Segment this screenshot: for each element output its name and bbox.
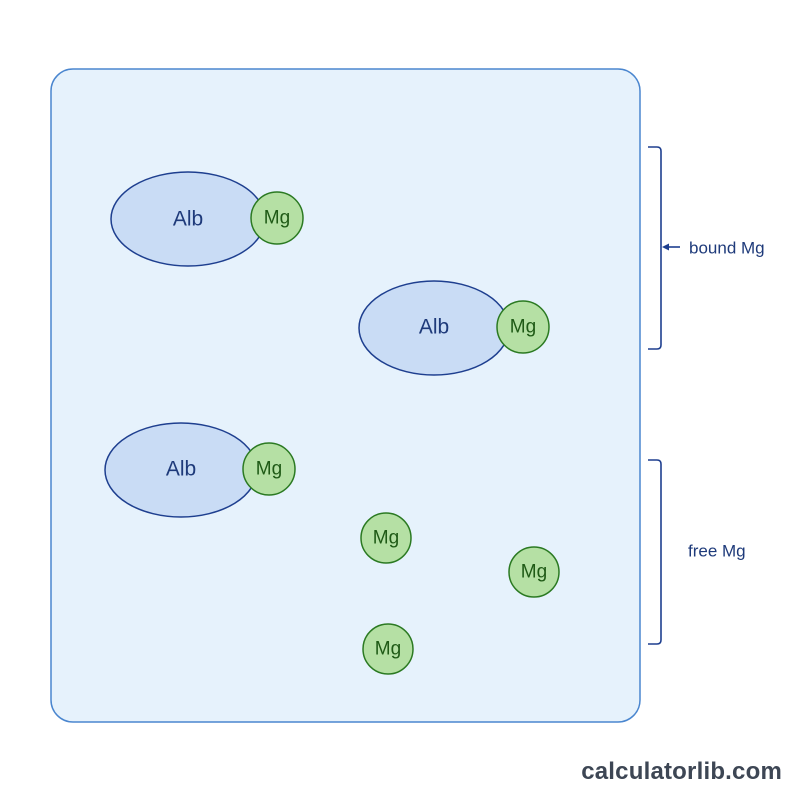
bound-mg-annotation: bound Mg <box>689 239 765 258</box>
left-arrow-icon <box>662 243 669 251</box>
bound-mg-circle <box>250 191 304 245</box>
free-mg-ion: Mg <box>508 546 560 598</box>
albumin-mg-complex: Alb Mg <box>104 422 296 518</box>
albumin-label: Alb <box>166 458 196 481</box>
free-mg-circle <box>360 512 412 564</box>
free-mg-label: Mg <box>373 528 399 549</box>
bound-mg-circle <box>242 442 296 496</box>
bound-bracket <box>648 146 662 350</box>
albumin-label: Alb <box>173 208 203 231</box>
albumin-label: Alb <box>419 316 449 339</box>
free-mg-ion: Mg <box>362 623 414 675</box>
bound-mg-circle <box>496 300 550 354</box>
free-mg-circle <box>508 546 560 598</box>
free-mg-label: Mg <box>375 639 401 660</box>
free-mg-ion: Mg <box>360 512 412 564</box>
brand-watermark: calculatorlib.com <box>581 758 782 785</box>
bound-mg-label: Mg <box>256 459 282 480</box>
free-mg-label: Mg <box>521 562 547 583</box>
albumin-mg-complex: Alb Mg <box>110 171 304 267</box>
free-mg-circle <box>362 623 414 675</box>
plasma-container <box>50 68 641 723</box>
free-mg-annotation: free Mg <box>688 542 746 561</box>
bound-mg-label: Mg <box>264 208 290 229</box>
bound-mg-label: Mg <box>510 317 536 338</box>
albumin-mg-complex: Alb Mg <box>358 280 550 376</box>
free-bracket <box>648 459 662 645</box>
